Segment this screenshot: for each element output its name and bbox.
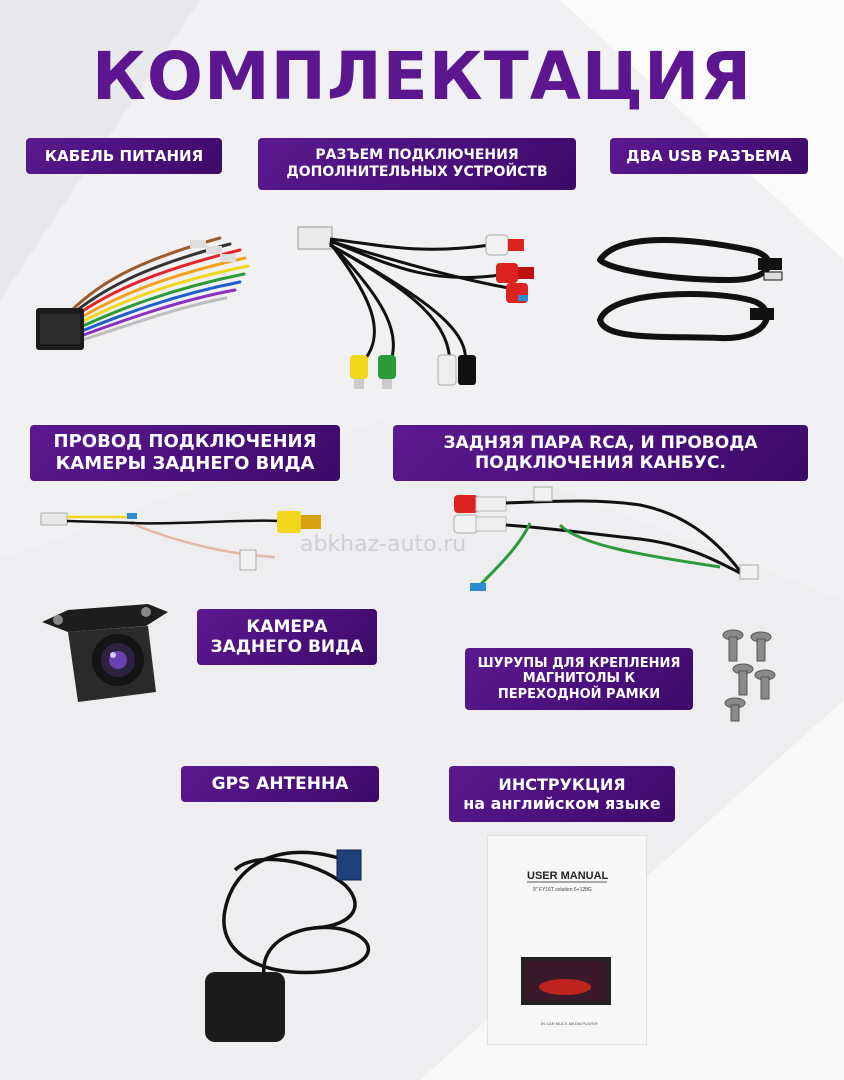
label-extra-connector: РАЗЪЕМ ПОДКЛЮЧЕНИЯ ДОПОЛНИТЕЛЬНЫХ УСТРОЙ…: [258, 138, 576, 190]
manual-cover-subtitle: 9" FY16T solution 6+128G: [533, 887, 592, 893]
label-text-line2: КАМЕРЫ ЗАДНЕГО ВИДА: [55, 453, 315, 474]
screws-image: [722, 629, 776, 722]
label-text-line2: на английском языке: [463, 794, 661, 813]
label-screws: ШУРУПЫ ДЛЯ КРЕПЛЕНИЯ МАГНИТОЛЫ К ПЕРЕХОД…: [465, 648, 693, 710]
label-text: КАБЕЛЬ ПИТАНИЯ: [44, 147, 204, 165]
label-text-line1: КАМЕРА: [246, 616, 328, 637]
rear-camera-image: [42, 604, 168, 702]
manual-image: USER MANUAL 9" FY16T solution 6+128G IN …: [487, 835, 647, 1045]
label-text-line1: РАЗЪЕМ ПОДКЛЮЧЕНИЯ: [315, 147, 519, 164]
label-text-line2: МАГНИТОЛЫ К: [522, 671, 636, 687]
label-text: GPS АНТЕННА: [211, 773, 349, 794]
power-cable-image: [36, 236, 250, 350]
label-text: ДВА USB РАЗЪЕМА: [626, 147, 792, 165]
label-rca-canbus: ЗАДНЯЯ ПАРА RCA, И ПРОВОДА ПОДКЛЮЧЕНИЯ К…: [393, 425, 808, 481]
camera-wire-image: [40, 511, 321, 571]
label-text-line3: ПЕРЕХОДНОЙ РАМКИ: [497, 686, 661, 702]
label-text-line1: ШУРУПЫ ДЛЯ КРЕПЛЕНИЯ: [477, 655, 681, 671]
label-gps: GPS АНТЕННА: [181, 766, 379, 802]
label-camera-wire: ПРОВОД ПОДКЛЮЧЕНИЯ КАМЕРЫ ЗАДНЕГО ВИДА: [30, 425, 340, 481]
extra-connector-image: [297, 226, 534, 389]
label-text-line1: ИНСТРУКЦИЯ: [498, 774, 626, 794]
page-title: КОМПЛЕКТАЦИЯ: [91, 38, 753, 115]
label-text-line1: ПРОВОД ПОДКЛЮЧЕНИЯ: [53, 431, 317, 453]
label-camera: КАМЕРА ЗАДНЕГО ВИДА: [197, 609, 377, 665]
label-text-line1: ЗАДНЯЯ ПАРА RCA, И ПРОВОДА: [443, 432, 758, 453]
rca-canbus-image: [453, 486, 759, 591]
label-text-line2: ПОДКЛЮЧЕНИЯ КАНБУС.: [475, 453, 726, 473]
label-manual: ИНСТРУКЦИЯ на английском языке: [449, 766, 675, 822]
manual-cover-title: USER MANUAL: [527, 870, 609, 882]
gps-antenna-image: [205, 849, 371, 1042]
label-usb: ДВА USB РАЗЪЕМА: [610, 138, 808, 174]
usb-cables-image: [597, 237, 783, 342]
manual-cover-footer: IN CAR MULTI-MEDIA PLAYER: [541, 1021, 598, 1026]
label-text-line2: ЗАДНЕГО ВИДА: [210, 637, 364, 657]
label-power-cable: КАБЕЛЬ ПИТАНИЯ: [26, 138, 222, 174]
watermark: abkhaz-auto.ru: [300, 532, 467, 557]
label-text-line2: ДОПОЛНИТЕЛЬНЫХ УСТРОЙСТВ: [286, 164, 548, 180]
